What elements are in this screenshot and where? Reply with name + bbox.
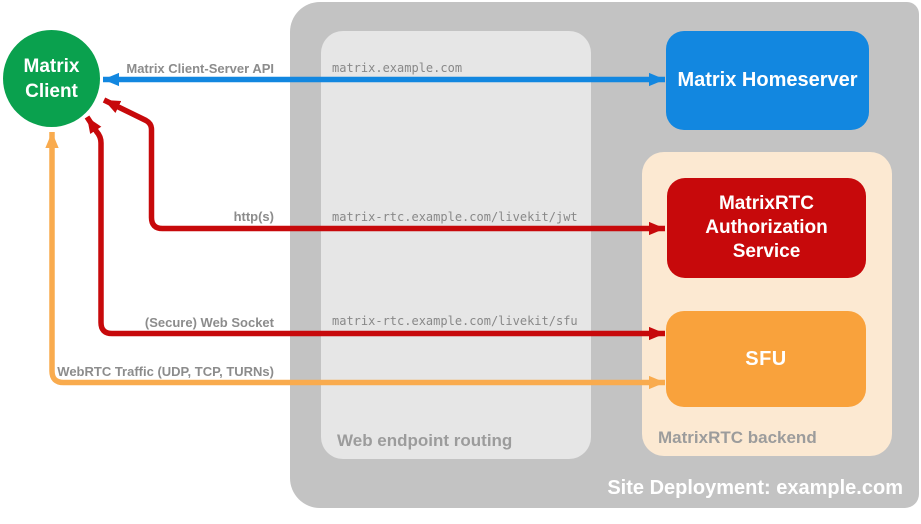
matrix-homeserver-label: Matrix Homeserver (677, 69, 858, 91)
websocket-arrow-label: (Secure) Web Socket (144, 315, 274, 330)
matrixrtc-backend-label: MatrixRTC backend (658, 428, 817, 447)
web-endpoint-routing-box: Web endpoint routing (321, 31, 591, 459)
matrixrtc-backend-box: MatrixRTC Authorization Service SFU Matr… (642, 152, 892, 456)
matrixrtc-authorization-service-node: MatrixRTC Authorization Service (667, 178, 866, 278)
matrixrtc-authorization-service-label: MatrixRTC Authorization Service (705, 193, 828, 262)
webrtc-traffic-arrow-label: WebRTC Traffic (UDP, TCP, TURNs) (57, 364, 274, 379)
endpoint-url-livekit-sfu: matrix-rtc.example.com/livekit/sfu (332, 314, 578, 328)
endpoint-url-livekit-jwt: matrix-rtc.example.com/livekit/jwt (332, 210, 578, 224)
sfu-node: SFU (666, 311, 866, 407)
matrix-homeserver-node: Matrix Homeserver (666, 31, 869, 130)
web-endpoint-routing-label: Web endpoint routing (337, 431, 513, 450)
endpoint-url-homeserver: matrix.example.com (332, 61, 463, 75)
https-arrow-label: http(s) (233, 209, 274, 224)
matrix-client-node: Matrix Client (3, 30, 100, 127)
sfu-label: SFU (745, 347, 787, 370)
matrix-client-label: Matrix Client (23, 55, 80, 102)
site-deployment-label: Site Deployment: example.com (607, 477, 903, 499)
client-server-api-arrow-label: Matrix Client-Server API (126, 61, 274, 76)
